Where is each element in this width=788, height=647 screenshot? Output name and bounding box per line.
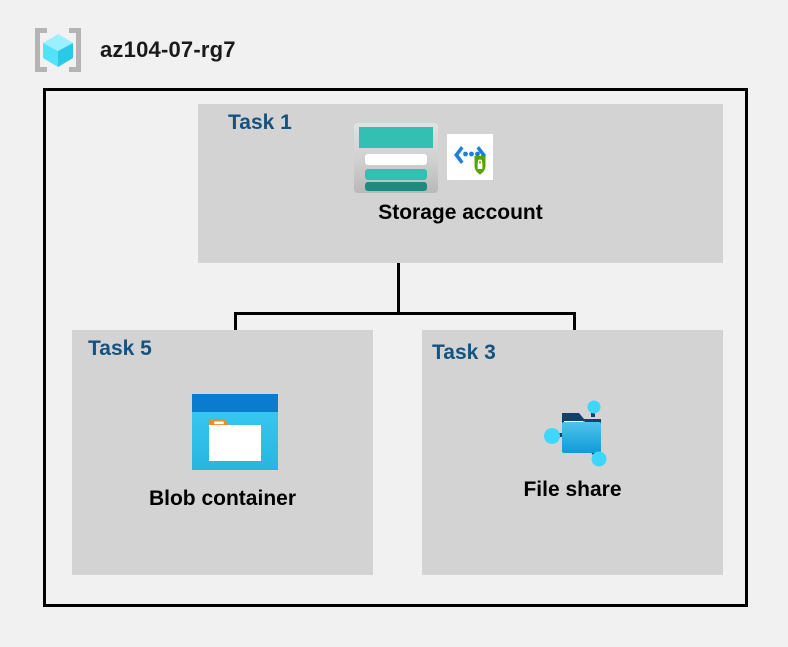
resource-group-icon bbox=[30, 24, 86, 76]
connector-horizontal-bus bbox=[234, 312, 576, 315]
blob-container-icon bbox=[192, 394, 278, 475]
panel-task-1 bbox=[198, 104, 723, 263]
connector-storage-trunk bbox=[397, 263, 400, 315]
resource-group-header: az104-07-rg7 bbox=[30, 24, 236, 76]
storage-account-icon bbox=[353, 122, 439, 199]
file-share-icon bbox=[535, 391, 617, 478]
task-label-3: Task 3 bbox=[432, 341, 496, 364]
caption-storage-account: Storage account bbox=[378, 201, 543, 224]
task-label-5: Task 5 bbox=[88, 337, 152, 360]
key-vault-secure-endpoint-icon bbox=[447, 134, 493, 185]
task-label-1: Task 1 bbox=[228, 111, 292, 134]
caption-blob-container: Blob container bbox=[148, 487, 296, 510]
caption-file-share: File share bbox=[523, 478, 622, 501]
resource-group-title: az104-07-rg7 bbox=[100, 37, 236, 62]
